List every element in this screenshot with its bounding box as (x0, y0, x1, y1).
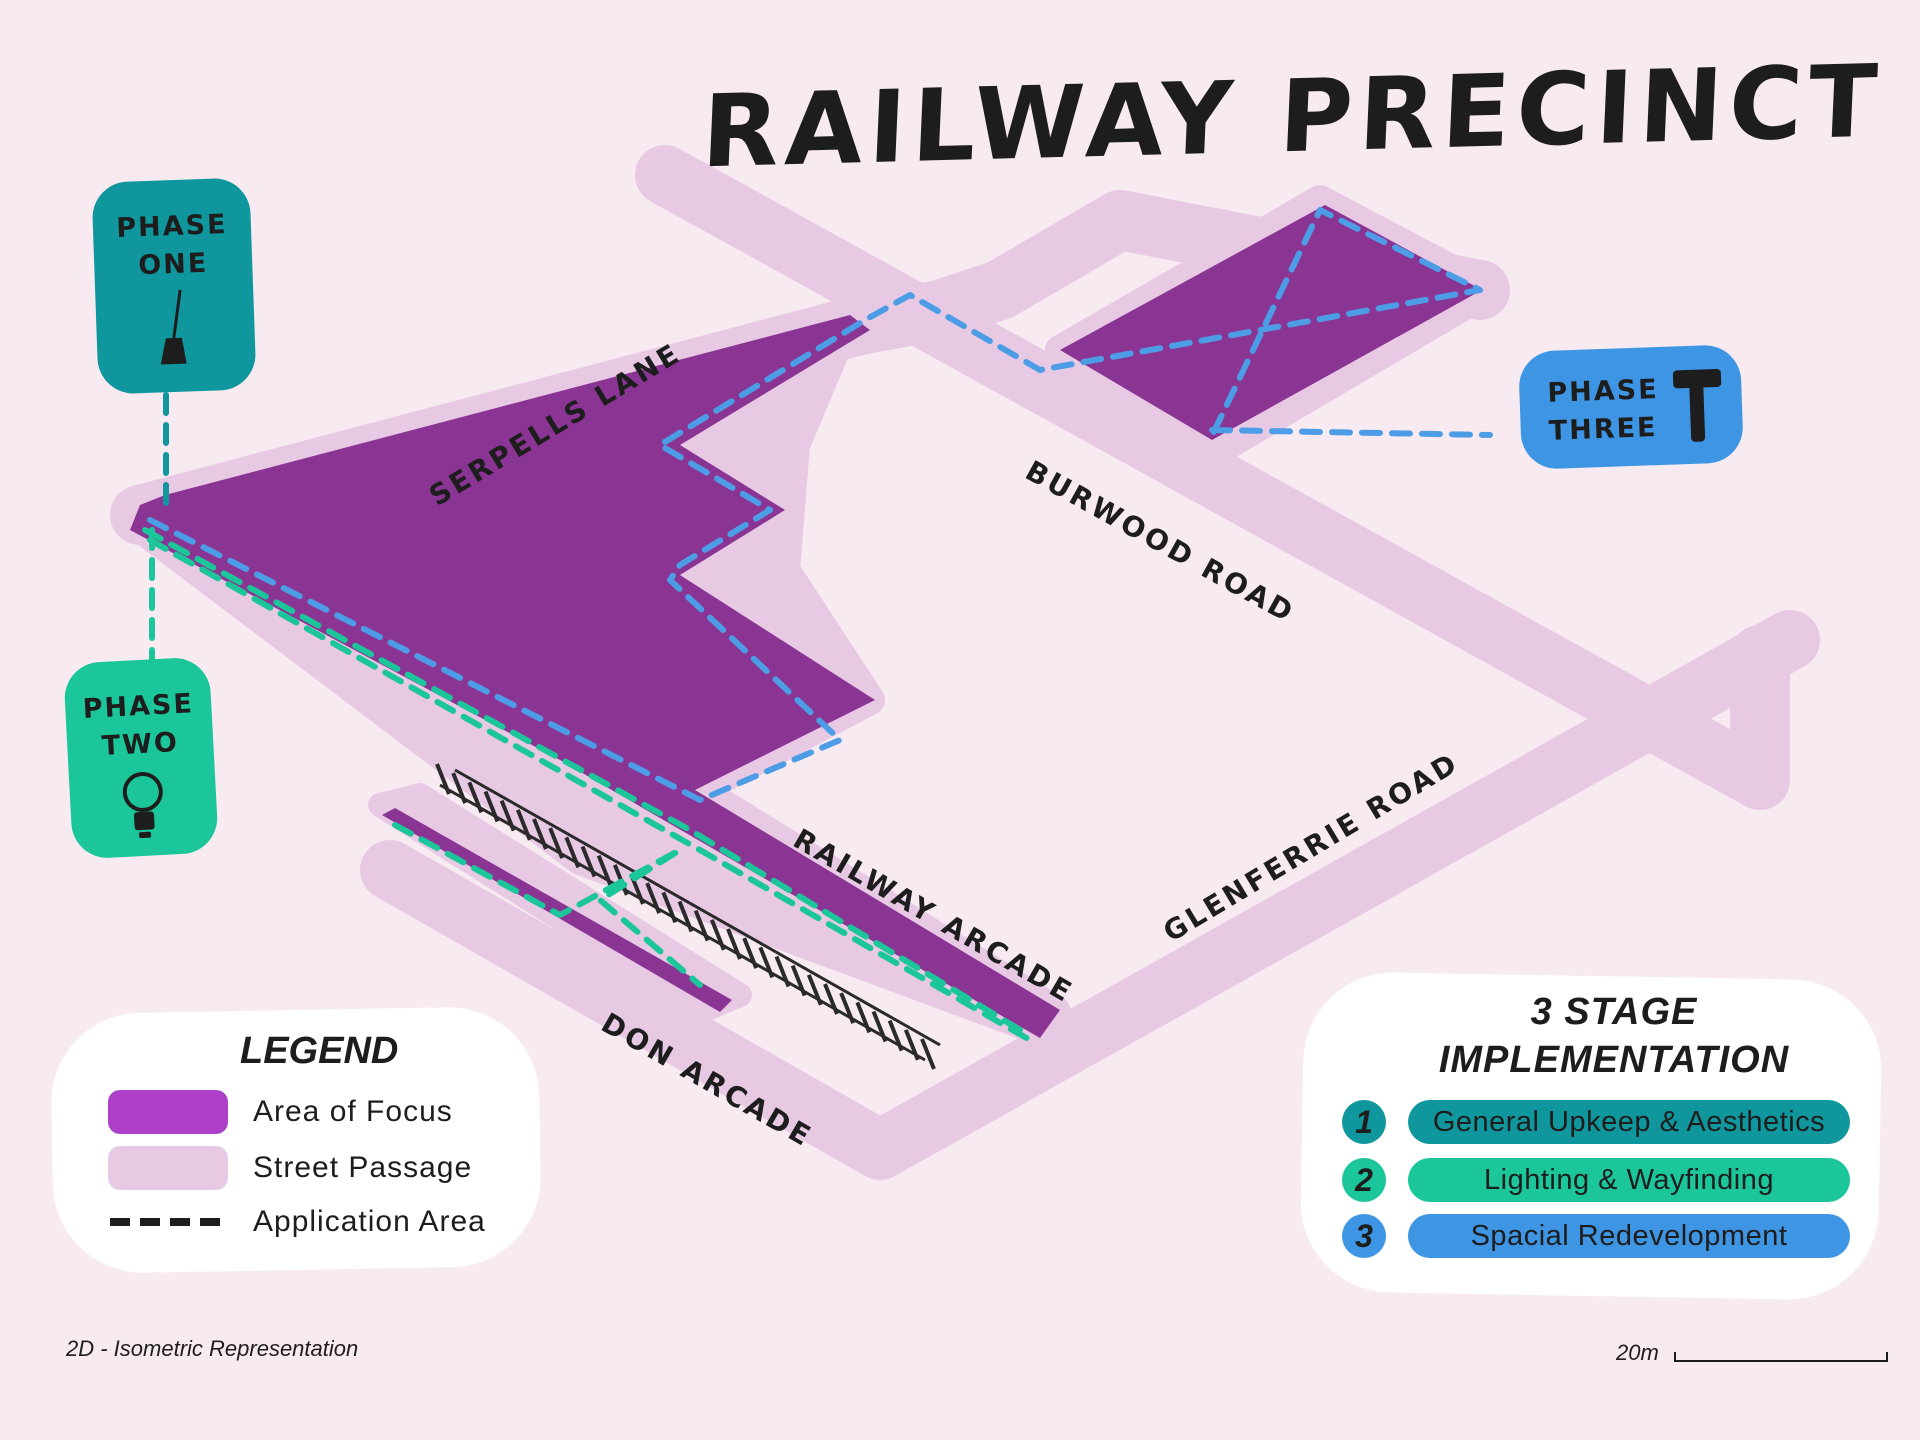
phase-two-route-upper (142, 527, 1023, 1033)
stage-label-3: Spacial Redevelopment (1408, 1214, 1850, 1258)
stage-label-1: General Upkeep & Aesthetics (1408, 1100, 1850, 1144)
phase-one-line2: ONE (137, 247, 209, 282)
phase-three-line2: THREE (1548, 412, 1658, 447)
phase-three-card: PHASE THREE (1518, 344, 1744, 470)
rail-sleeper (451, 772, 468, 804)
burwood-road-passage (635, 145, 1790, 810)
application-areas (142, 207, 1493, 1043)
footnote: 2D - Isometric Representation (66, 1336, 359, 1361)
rail-sleeper (515, 809, 532, 841)
rail-sleeper (823, 983, 839, 1015)
rail-sleeper (758, 946, 775, 979)
rail-sleeper (596, 854, 613, 887)
phase-three-connector (1209, 427, 1493, 438)
rail-sleeper (839, 992, 856, 1024)
rail-sleeper (871, 1010, 888, 1043)
stage-number-2: 2 (1342, 1158, 1386, 1202)
rail-sleeper (920, 1038, 936, 1070)
glenferrie-road-passage (360, 610, 1820, 1180)
rail-sleeper (499, 799, 516, 832)
rail-sleeper (645, 882, 662, 914)
rail-sleeper (726, 928, 742, 960)
lightbulb-icon (122, 771, 163, 839)
phase-one-line1: PHASE (115, 209, 229, 244)
rail-sleeper (790, 964, 807, 997)
broom-icon (160, 289, 187, 365)
legend-swatch-focus (108, 1090, 228, 1134)
rail-sleeper (742, 937, 759, 969)
rail-sleeper (661, 891, 678, 924)
phase-two-route-lower (147, 537, 1033, 1043)
phase-two-line1: PHASE (81, 688, 195, 725)
rail-sleeper (693, 909, 710, 942)
phase-two-line2: TWO (100, 727, 180, 763)
rail-sleeper (774, 955, 791, 988)
stage-label-2: Lighting & Wayfinding (1408, 1158, 1850, 1202)
railway-tracks (435, 763, 941, 1070)
legend-label-focus: Area of Focus (253, 1095, 453, 1128)
phase-two-card: PHASE TWO (62, 656, 220, 860)
focus-area-burwood (1060, 205, 1482, 440)
legend-label-street: Street Passage (253, 1151, 473, 1184)
rail-sleeper (806, 974, 823, 1006)
rail-sleeper (677, 900, 694, 933)
rail-sleeper (435, 763, 451, 795)
rail-right (454, 768, 941, 1047)
rail-left (439, 783, 926, 1062)
rail-sleeper (564, 836, 581, 869)
rail-sleeper (903, 1029, 920, 1061)
phase-two-route-don (392, 822, 703, 988)
rail-sleepers (435, 763, 936, 1070)
legend-swatch-street (108, 1146, 228, 1190)
legend-label-application: Application Area (253, 1205, 486, 1238)
stage-number-3: 3 (1342, 1214, 1386, 1258)
rail-sleeper (855, 1001, 872, 1034)
rail-sleeper (580, 845, 597, 878)
rail-sleeper (483, 790, 500, 823)
rail-sleeper (887, 1019, 904, 1052)
rail-sleeper (709, 919, 726, 951)
legend-swatch-application (110, 1218, 226, 1226)
stage-title-line2: IMPLEMENTATION (1438, 1039, 1790, 1081)
hammer-icon (1672, 368, 1722, 442)
focus-area-main (130, 315, 1060, 1038)
rail-sleeper (467, 781, 484, 814)
rail-sleeper (548, 827, 565, 859)
legend-title: LEGEND (240, 1030, 399, 1072)
rail-sleeper (532, 818, 548, 850)
stage-title-line1: 3 STAGE (1530, 991, 1698, 1033)
stage-number-1: 1 (1342, 1100, 1386, 1144)
phase-one-card: PHASE ONE (91, 177, 257, 395)
phase-three-route-main (147, 207, 1483, 803)
phase-three-line1: PHASE (1546, 374, 1660, 409)
scale-bar (1674, 1352, 1888, 1362)
scale-label: 20m (1616, 1340, 1659, 1365)
